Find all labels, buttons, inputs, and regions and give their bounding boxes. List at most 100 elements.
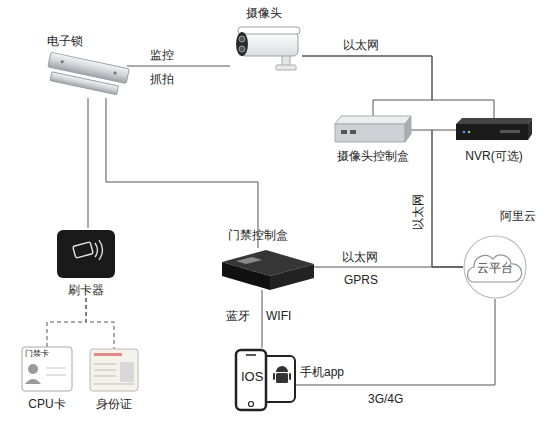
lock-screw bbox=[60, 60, 64, 64]
id-card-header bbox=[94, 353, 122, 356]
dashed-connector bbox=[47, 298, 86, 347]
access-box-illustration bbox=[222, 250, 314, 290]
box-top bbox=[335, 116, 411, 124]
phones-illustration bbox=[236, 350, 295, 410]
id-card-outline bbox=[90, 349, 138, 391]
connector-line bbox=[302, 56, 494, 118]
connector-line bbox=[106, 98, 258, 248]
id-card-line bbox=[94, 384, 134, 385]
access-box-front bbox=[222, 262, 270, 290]
camera-lens bbox=[239, 36, 245, 42]
ios-home-button bbox=[249, 402, 254, 407]
access-box-sticker bbox=[236, 257, 262, 264]
lock-screw bbox=[113, 71, 117, 75]
id-card-photo bbox=[120, 362, 134, 382]
connector-line bbox=[88, 98, 89, 228]
cloud-illustration bbox=[464, 236, 526, 298]
camera-lens bbox=[239, 46, 245, 52]
card-line bbox=[46, 368, 66, 369]
cloud-platform: 阿里云云平台 bbox=[463, 235, 527, 299]
card-reader-node: 刷卡器 bbox=[55, 228, 117, 298]
phone-app-node: IOS手机app bbox=[234, 348, 296, 410]
link-label: 抓拍 bbox=[150, 72, 174, 86]
node-text: 摄像头控制盒 bbox=[337, 149, 409, 163]
nvr-slot bbox=[500, 130, 520, 133]
node-text: 身份证 bbox=[96, 397, 132, 411]
nvr-side bbox=[528, 118, 532, 140]
node-text: 手机app bbox=[300, 365, 344, 379]
nvr-light bbox=[463, 131, 466, 134]
reader-wave-icon bbox=[95, 240, 103, 260]
id-card-illustration bbox=[90, 349, 138, 391]
reader-card-icon bbox=[73, 242, 93, 258]
id-card-line bbox=[94, 376, 116, 377]
id-card-line bbox=[94, 370, 116, 371]
nvr-light bbox=[468, 131, 471, 134]
android-body bbox=[276, 373, 288, 383]
edge-label: 3G/4G bbox=[368, 392, 403, 406]
access-box-side bbox=[270, 264, 314, 290]
lock-node: 电子锁 bbox=[45, 52, 127, 98]
node-text: 刷卡器 bbox=[68, 283, 104, 297]
cloud-circle bbox=[464, 236, 526, 298]
edge-label: 以太网 bbox=[342, 250, 378, 264]
ios-phone bbox=[236, 350, 266, 410]
connector-line bbox=[127, 66, 230, 67]
control-box-illustration bbox=[335, 116, 411, 142]
reader-body bbox=[57, 230, 115, 278]
nvr-box: NVR(可选) bbox=[456, 118, 532, 140]
link-label: GPRS bbox=[344, 273, 378, 287]
dashed-connector bbox=[86, 298, 114, 349]
edge-label: 以太网 bbox=[343, 38, 379, 52]
cpu-card-illustration bbox=[22, 347, 72, 391]
nvr-front bbox=[456, 124, 528, 140]
android-arm bbox=[289, 373, 291, 380]
camera-base bbox=[276, 65, 296, 70]
link-label: WIFI bbox=[266, 309, 291, 323]
node-text: NVR(可选) bbox=[465, 149, 522, 163]
android-arm bbox=[273, 373, 275, 380]
camera-illustration bbox=[236, 27, 300, 70]
camera-control-box: 摄像头控制盒 bbox=[335, 116, 411, 144]
connector-line bbox=[411, 130, 463, 267]
ios-speaker bbox=[246, 354, 256, 356]
node-text: 门禁卡 bbox=[25, 349, 49, 359]
camera-sunshade bbox=[238, 27, 300, 34]
node-text: 阿里云 bbox=[500, 209, 536, 223]
id-card-line bbox=[94, 364, 116, 365]
box-port bbox=[350, 130, 356, 134]
node-text: 电子锁 bbox=[47, 34, 83, 48]
node-text: 摄像头 bbox=[246, 6, 282, 20]
card-avatar-body bbox=[25, 379, 41, 384]
edge-label: 以太网 bbox=[411, 194, 425, 230]
access-control-box: 门禁控制盒 bbox=[222, 248, 314, 290]
nvr-top bbox=[456, 118, 532, 124]
nvr-illustration bbox=[456, 118, 532, 140]
node-text: 云平台 bbox=[477, 261, 513, 275]
card-avatar-head bbox=[28, 364, 38, 374]
edge-label: 监控 bbox=[150, 48, 174, 62]
camera-body bbox=[240, 32, 298, 56]
box-port bbox=[341, 130, 347, 134]
cpu-card-node: 门禁卡CPU卡 bbox=[22, 347, 72, 391]
connector-line bbox=[314, 267, 463, 268]
lock-plate bbox=[50, 72, 118, 95]
connector-line bbox=[262, 290, 263, 348]
connector-line bbox=[432, 130, 463, 267]
connector-line bbox=[302, 56, 432, 116]
camera-front bbox=[236, 32, 248, 56]
card-line bbox=[46, 375, 66, 376]
node-text: CPU卡 bbox=[28, 397, 65, 411]
node-text: 门禁控制盒 bbox=[228, 228, 288, 242]
card-outline bbox=[22, 347, 72, 391]
edge-label: 蓝牙 bbox=[226, 309, 250, 323]
node-text: IOS bbox=[241, 370, 263, 384]
camera-node: 摄像头 bbox=[230, 26, 302, 72]
lock-illustration bbox=[45, 52, 129, 96]
id-card-node: 身份证 bbox=[90, 349, 138, 391]
connector-line bbox=[296, 299, 495, 385]
cloud-shape bbox=[468, 255, 522, 282]
box-front bbox=[335, 124, 405, 142]
